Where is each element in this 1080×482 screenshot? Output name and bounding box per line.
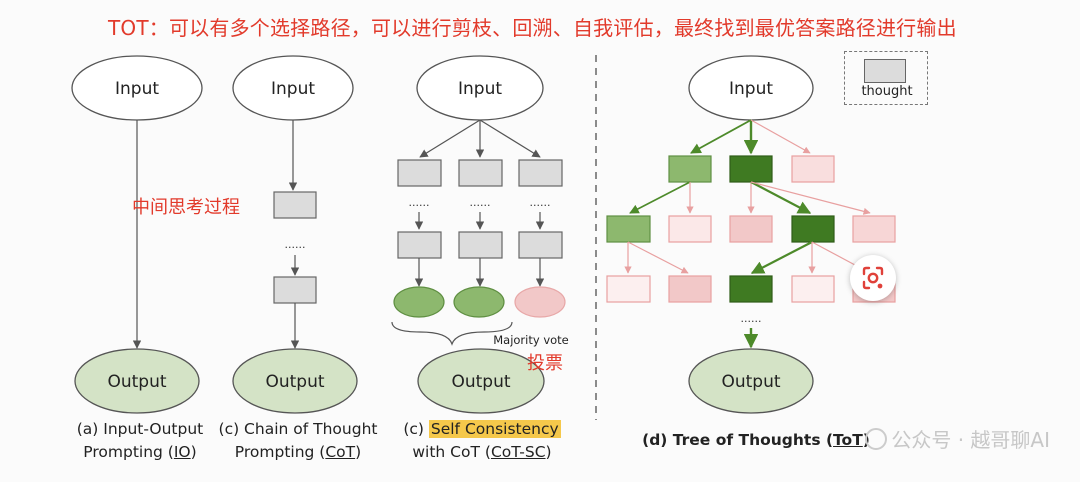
- cotsc-answer-2: [453, 286, 505, 318]
- caption-cot: (c) Chain of Thought Prompting (CoT): [208, 418, 388, 464]
- cotsc-answer-1: [393, 286, 445, 318]
- cot-output-label: Output: [265, 372, 324, 392]
- caption-io-abbr: IO: [173, 443, 191, 461]
- tot-edge-l2e: [750, 181, 871, 215]
- cotsc-arrow-r: [479, 119, 541, 158]
- caption-cot-line1: (c) Chain of Thought: [218, 420, 378, 438]
- tot-edge-l3c: [750, 241, 813, 274]
- cotsc-thought-1b: [397, 231, 442, 259]
- cot-input-label: Input: [271, 79, 315, 99]
- caption-cot-line2-text: Prompting (: [234, 443, 326, 461]
- caption-tot: (d) Tree of Thoughts (ToT): [636, 429, 876, 452]
- cotsc-thought-3b: [518, 231, 563, 259]
- caption-tot-abbr: ToT: [833, 431, 863, 449]
- tot-ellipsis: ......: [741, 312, 762, 325]
- cotsc-thought-2b: [458, 231, 503, 259]
- cot-ellipsis: ......: [285, 238, 306, 251]
- vote-note: 投票: [527, 353, 563, 374]
- cotsc-ellipsis-2: ......: [470, 196, 491, 209]
- cotsc-thought-1a: [397, 159, 442, 187]
- tot-node-3d: [791, 275, 835, 303]
- caption-cotsc-line2: with CoT (CoT-SC): [392, 441, 572, 464]
- tot-output-node: [688, 348, 814, 414]
- caption-cot-line2: Prompting (CoT): [208, 441, 388, 464]
- caption-cot-suffix: ): [355, 443, 362, 461]
- cotsc-arrow-l: [419, 119, 481, 158]
- caption-cotsc-abbr: CoT-SC: [490, 443, 546, 461]
- caption-io-line2-text: Prompting (: [83, 443, 174, 461]
- io-diagram: Input Output: [71, 55, 203, 414]
- caption-io-suffix: ): [190, 443, 197, 461]
- cot-diagram: Input ...... Output: [232, 55, 358, 414]
- tot-edge-l1c: [750, 119, 811, 154]
- lens-icon: [862, 266, 884, 290]
- tot-output-label: Output: [721, 372, 780, 392]
- caption-io: (a) Input-Output Prompting (IO): [60, 418, 220, 464]
- tot-node-2a: [606, 215, 651, 243]
- tot-node-3b: [668, 275, 712, 303]
- watermark: 公众号 · 越哥聊AI: [865, 424, 1050, 453]
- caption-cotsc-line1: (c) Self Consistency: [392, 418, 572, 441]
- tot-node-2e: [852, 215, 896, 243]
- cotsc-thought-2a: [458, 159, 503, 187]
- lens-search-button[interactable]: [850, 255, 896, 301]
- tot-node-2c: [729, 215, 773, 243]
- wechat-icon: [865, 428, 888, 450]
- cotsc-output-label: Output: [451, 372, 510, 392]
- tot-input-label: Input: [729, 79, 773, 99]
- tot-node-2d: [791, 215, 835, 243]
- cotsc-thought-3a: [518, 159, 563, 187]
- cotsc-output-node: [417, 348, 545, 414]
- tot-node-1a: [668, 155, 712, 183]
- tot-node-1b: [729, 155, 773, 183]
- caption-cot-abbr: CoT: [325, 443, 356, 461]
- caption-cotsc-suffix: ): [545, 443, 552, 461]
- page-title: TOT：可以有多个选择路径，可以进行剪枝、回溯、自我评估，最终找到最优答案路径进…: [108, 16, 957, 40]
- caption-cotsc-line2-text: with CoT (: [412, 443, 491, 461]
- cotsc-brace: [391, 321, 513, 346]
- intermediate-steps-note: 中间思考过程: [132, 197, 240, 218]
- majority-vote-label: Majority vote: [493, 333, 569, 347]
- legend-thought-swatch: [864, 59, 906, 83]
- tot-edge-l2d: [750, 181, 812, 214]
- caption-tot-prefix: (d) Tree of Thoughts (: [642, 431, 834, 449]
- tot-node-3c: [729, 275, 773, 303]
- tot-edge-l1a: [690, 119, 752, 154]
- io-output-label: Output: [107, 372, 166, 392]
- io-input-label: Input: [115, 79, 159, 99]
- caption-io-line2: Prompting (IO): [60, 441, 220, 464]
- cotsc-diagram: Input ...... ...... ...... Output: [391, 55, 569, 414]
- caption-cotsc-highlight: Self Consistency: [428, 420, 561, 438]
- cot-output-node: [232, 348, 358, 414]
- watermark-text: 公众号 · 越哥聊AI: [891, 428, 1050, 452]
- cot-thought-2: [273, 276, 317, 304]
- tot-diagram: Input: [606, 55, 896, 414]
- cotsc-input-label: Input: [458, 79, 502, 99]
- legend-thought-label: thought: [861, 84, 913, 99]
- io-output-node: [74, 348, 200, 414]
- cotsc-ellipsis-1: ......: [409, 196, 430, 209]
- tot-node-3a: [606, 275, 651, 303]
- tot-node-2b: [668, 215, 712, 243]
- tot-node-1c: [791, 155, 835, 183]
- legend-box: thought: [844, 51, 928, 105]
- cotsc-ellipsis-3: ......: [530, 196, 551, 209]
- tot-edge-l3b: [627, 241, 689, 274]
- cot-thought-1: [273, 191, 317, 219]
- cotsc-answer-3: [514, 286, 566, 318]
- tot-edge-l2a: [629, 181, 691, 214]
- caption-io-line1: (a) Input-Output: [76, 420, 204, 438]
- caption-cotsc-prefix: (c): [403, 420, 429, 438]
- caption-cotsc: (c) Self Consistency with CoT (CoT-SC): [392, 418, 572, 464]
